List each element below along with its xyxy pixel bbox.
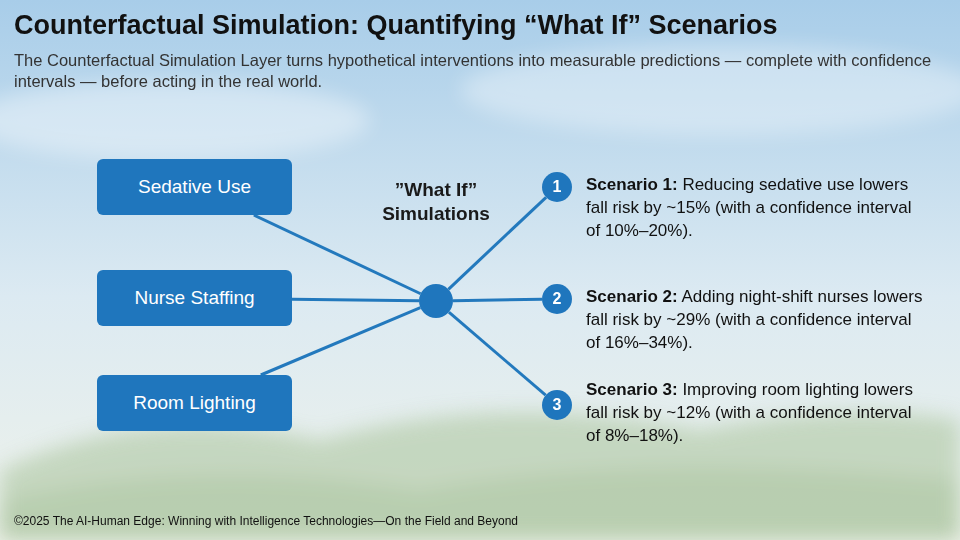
simulation-hub: ”What If” Simulations [419,284,453,318]
callout-number: 2 [542,284,572,314]
callout-digit: 3 [553,396,562,414]
factor-label: Nurse Staffing [134,287,254,309]
copyright-note: ©2025 The AI-Human Edge: Winning with In… [14,514,518,528]
factor-label: Sedative Use [138,176,251,198]
callout-number: 3 [542,390,572,420]
callout-digit: 2 [553,290,562,308]
scenario-text: Scenario 3: Improving room lighting lowe… [586,378,926,447]
input-factor-box: Nurse Staffing [97,270,292,326]
input-factor-box: Room Lighting [97,375,292,431]
connector-line [449,312,546,395]
scenario-heading: Scenario 3: [586,380,678,399]
connector-line [453,299,542,300]
subtitle: The Counterfactual Simulation Layer turn… [14,50,949,92]
callout-number: 1 [542,172,572,202]
connector-line [292,299,419,301]
scenario-text: Scenario 1: Reducing sedative use lowers… [586,173,926,242]
scenario-heading: Scenario 2: [586,287,678,306]
factor-label: Room Lighting [133,392,256,414]
scenario-text: Scenario 2: Adding night-shift nurses lo… [586,285,926,354]
scenario-heading: Scenario 1: [586,175,678,194]
diagram-title: Counterfactual Simulation: Quantifying “… [14,10,949,41]
callout-digit: 1 [553,178,562,196]
hub-heading: ”What If” Simulations [356,178,516,226]
input-factor-box: Sedative Use [97,159,292,215]
